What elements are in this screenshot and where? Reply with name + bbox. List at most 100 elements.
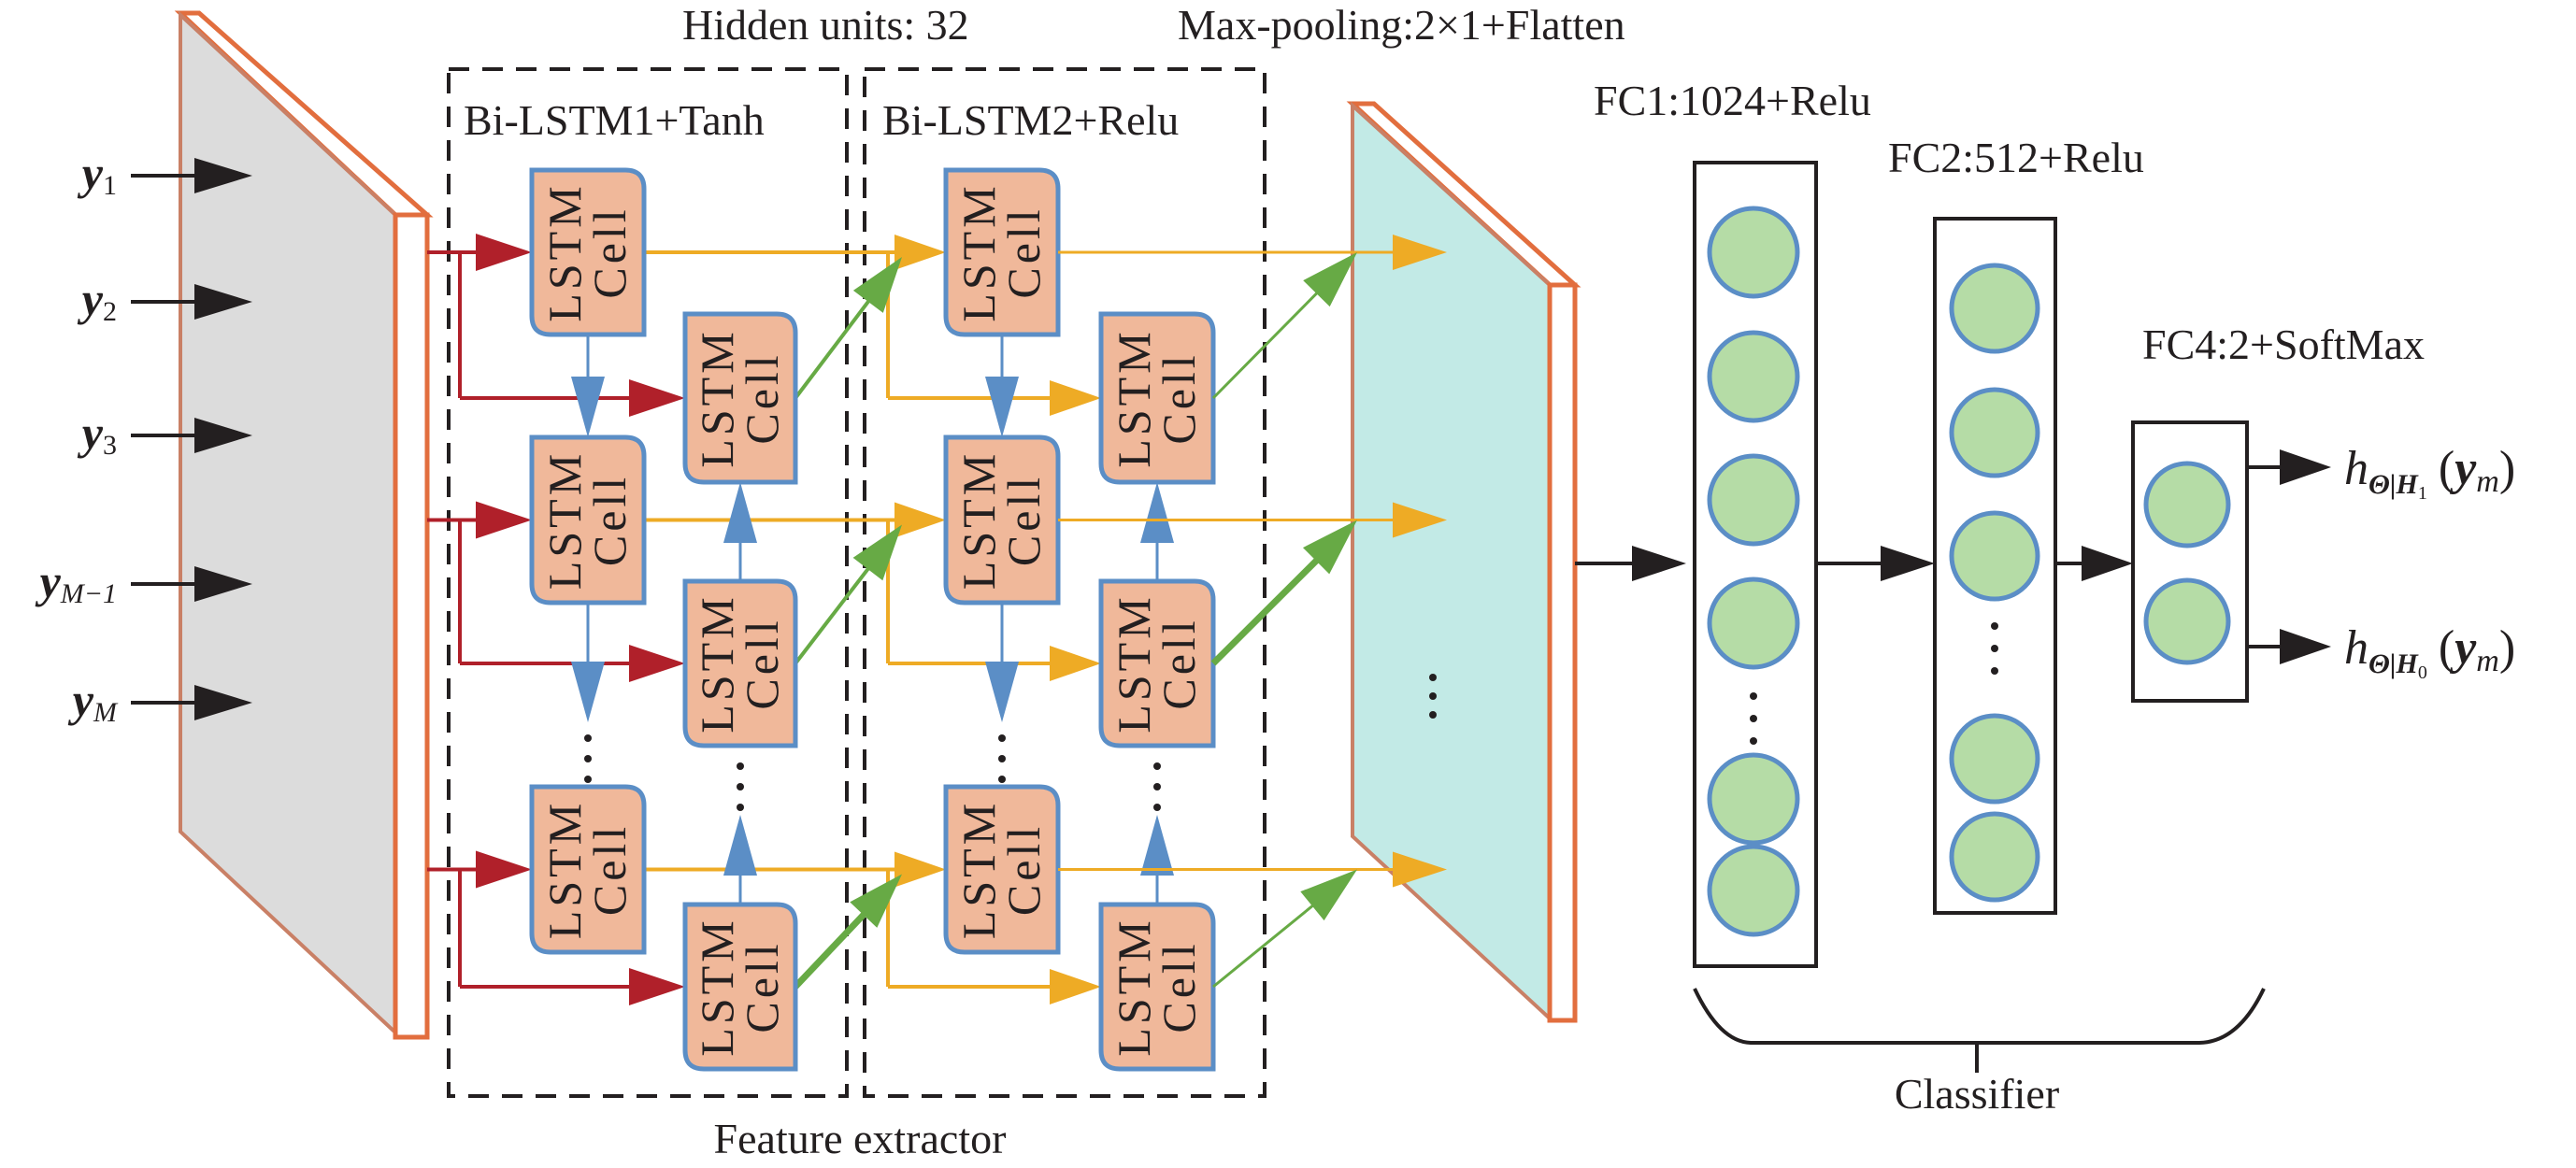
ellipsis-dot xyxy=(1991,622,1998,630)
input-2: y2 xyxy=(78,273,252,327)
fc1-layer xyxy=(1693,161,1818,968)
l1-forward-to-l2-arrow-head xyxy=(894,235,946,270)
lstm-cell-label-line1: LSTM xyxy=(691,593,743,733)
lstm-cells: LSTMCellLSTMCellLSTMCellLSTMCellLSTMCell… xyxy=(529,167,1216,1072)
lstm-cell-label-line2: Cell xyxy=(997,206,1050,298)
input-symbol: y xyxy=(78,406,104,459)
lstm-cell-label-line2: Cell xyxy=(583,206,636,298)
output-argsub: m xyxy=(2476,464,2499,499)
ellipsis-dot xyxy=(584,776,592,783)
neuron-node xyxy=(1949,811,2040,903)
hidden-units-label: Hidden units: 32 xyxy=(682,1,969,49)
lstm-cell-label-line1: LSTM xyxy=(952,182,1005,321)
input-label: y1 xyxy=(78,147,117,201)
lstm-cell-box xyxy=(943,167,1061,337)
input-arrowhead-icon xyxy=(194,284,252,320)
bilstm2-dashed-box xyxy=(863,67,1267,1098)
l1-to-l2-backward-arrow-head xyxy=(1050,969,1101,1004)
output-h: h xyxy=(2344,621,2368,675)
input-3: y3 xyxy=(78,406,252,461)
lstm-cell-label-line1: LSTM xyxy=(691,328,743,467)
input-label: yM−1 xyxy=(36,555,117,609)
neuron-node xyxy=(1707,844,1800,937)
output-subsubscript: 1 xyxy=(2418,483,2427,504)
lstm-cell-label-line2: Cell xyxy=(583,823,636,916)
input-1: y1 xyxy=(78,147,252,201)
forward-recurrent-arrow-head xyxy=(985,377,1019,437)
l1-forward-to-l2-arrow-head xyxy=(894,502,946,538)
input-label: y2 xyxy=(78,273,117,327)
fc4-label: FC4:2+SoftMax xyxy=(2142,320,2425,368)
input-label: yM xyxy=(68,674,119,728)
ellipsis-dot xyxy=(1429,674,1437,681)
forward-recurrent-arrow-head xyxy=(985,662,1019,722)
ellipsis-dot xyxy=(998,776,1006,783)
input-to-forward-arrow-head xyxy=(476,501,532,539)
lstm-cell-box xyxy=(529,434,647,605)
lstm-cell-label-line1: LSTM xyxy=(538,800,591,939)
l2-backward-to-pool-arrow-line xyxy=(1210,542,1336,666)
lstm-cell-label-line2: Cell xyxy=(997,474,1050,566)
pool-map-ellipsis xyxy=(1429,674,1437,719)
lstm-cell-box xyxy=(529,167,647,337)
ellipsis-dot xyxy=(1429,692,1437,700)
lstm-cell-box xyxy=(682,311,798,485)
backward-recurrent-arrow-head xyxy=(723,482,757,543)
lstm-cell-label-line2: Cell xyxy=(997,823,1050,916)
lstm-cell-label-line1: LSTM xyxy=(538,182,591,321)
fc4-layer xyxy=(2131,420,2249,703)
lstm-cell-label-line1: LSTM xyxy=(1108,593,1160,733)
backward-recurrent-arrow-head xyxy=(723,815,757,876)
input-subscript: M xyxy=(93,697,119,728)
fc2-to-fc4-arrow-head xyxy=(2082,546,2133,581)
output-close: ) xyxy=(2499,621,2515,675)
lstm-cell-box xyxy=(529,784,647,955)
connections xyxy=(427,234,1174,1005)
input-subscript: M−1 xyxy=(60,578,117,609)
ellipsis-dot xyxy=(998,734,1006,742)
lstm-cell-label-line2: Cell xyxy=(1152,351,1205,444)
l2-backward-to-pool-arrow-line xyxy=(1212,890,1332,989)
maxpool-label: Max-pooling:2×1+Flatten xyxy=(1178,1,1625,49)
output-subsubscript: 0 xyxy=(2418,662,2427,683)
bilstm1-label: Bi-LSTM1+Tanh xyxy=(464,96,765,144)
input-subscript: 2 xyxy=(103,296,117,327)
fc1-to-fc2-arrow-head xyxy=(1881,546,1935,581)
lstm-cell-box xyxy=(682,902,798,1072)
input-symbol: y xyxy=(36,555,62,607)
backward-ellipsis xyxy=(1153,762,1161,811)
ellipsis-dot xyxy=(737,783,744,791)
input-to-backward-arrow-head xyxy=(629,968,685,1005)
lstm-cell-label-line1: LSTM xyxy=(952,450,1005,590)
input-5: yM xyxy=(68,674,252,728)
fc2-label: FC2:512+Relu xyxy=(1888,134,2144,181)
pool-arrows xyxy=(1058,235,1686,989)
neuron-node xyxy=(1707,752,1800,846)
input-symbol: y xyxy=(78,273,104,325)
output-label: hΘ|H0(ym) xyxy=(2344,621,2515,683)
lstm-cell-label-line1: LSTM xyxy=(691,917,743,1056)
output-h: h xyxy=(2344,442,2368,495)
neuron-node xyxy=(1707,330,1800,423)
l2-backward-to-pool-arrow-line xyxy=(1211,276,1334,400)
neuron-node xyxy=(2143,577,2231,665)
output-2: hΘ|H0(ym) xyxy=(2247,621,2515,683)
ellipsis-dot xyxy=(737,804,744,811)
input-arrowhead-icon xyxy=(194,158,252,193)
ellipsis-dot xyxy=(1153,762,1161,770)
neuron-node xyxy=(1949,387,2040,478)
output-argsub: m xyxy=(2476,644,2499,678)
forward-ellipsis xyxy=(584,734,592,783)
output-arrow-head xyxy=(2280,449,2331,485)
l2-backward-to-pool-arrow-head xyxy=(1303,252,1357,307)
input-label: y3 xyxy=(78,406,117,461)
input-symbol: y xyxy=(68,674,94,726)
